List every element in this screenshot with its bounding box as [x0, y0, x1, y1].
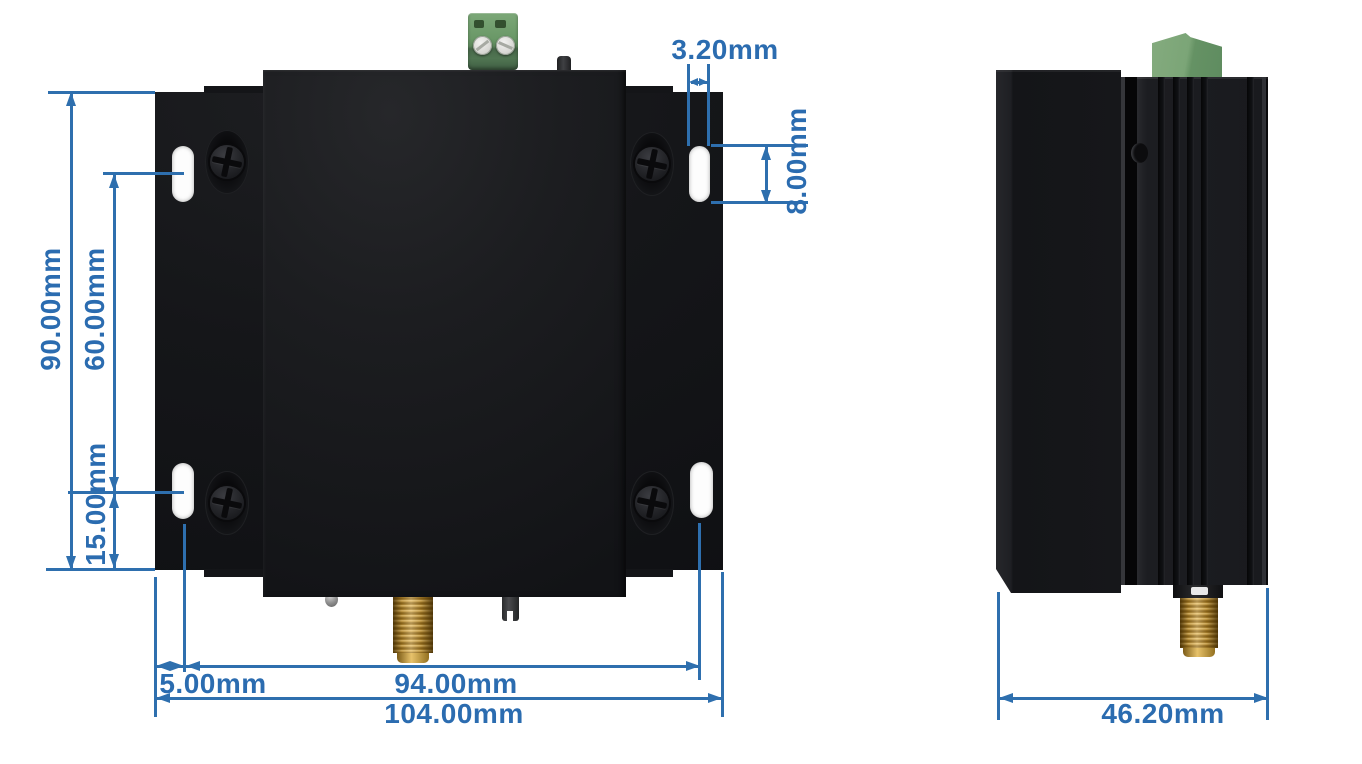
mounting-plate-step-top-right: [626, 86, 673, 93]
heatsink-groove: [1187, 77, 1194, 585]
mounting-plate-step-top-left: [204, 86, 263, 93]
terminal-screw-slot: [475, 39, 490, 52]
dim-arrow-down: [109, 554, 119, 568]
dim-ext-line-flange-right: [721, 572, 724, 717]
dim-arrow-right: [170, 661, 184, 671]
side-screw: [1131, 143, 1148, 163]
heatsink-groove: [1158, 77, 1165, 585]
sma-nut-highlight: [1191, 587, 1208, 595]
terminal-wire-slot-left: [474, 20, 484, 28]
sma-antenna-thread-front: [393, 595, 433, 653]
dim-ext-line: [1266, 588, 1269, 720]
heatsink-groove: [1247, 77, 1254, 585]
side-mounting-plate: [996, 70, 1121, 593]
dim-arrow-down: [66, 556, 76, 570]
side-plate-edge-highlight: [1121, 77, 1125, 585]
flange-screw-bottom-left: [205, 471, 249, 535]
sma-antenna-thread-side: [1180, 598, 1218, 648]
dim-label: 60.00mm: [79, 247, 110, 371]
dim-line: [113, 494, 116, 568]
device-body-front: [263, 70, 626, 597]
dim-arrow-right: [708, 693, 722, 703]
side-gap-shadow: [1125, 77, 1137, 585]
heatsink-edge-highlight: [1262, 77, 1266, 585]
dim-ext-line: [687, 64, 690, 146]
power-pin-connector: [502, 593, 519, 621]
terminal-screw-left: [473, 36, 492, 55]
dim-ext-line-slot-right: [698, 523, 701, 680]
flange-screw-bottom-right: [630, 471, 674, 535]
dim-line: [157, 697, 722, 700]
dim-ext-line-flange-left: [154, 577, 157, 717]
dim-arrow-right: [1254, 693, 1268, 703]
dim-arrow-left: [156, 661, 170, 671]
mounting-plate-step-bottom-right: [626, 569, 673, 577]
heatsink-groove: [1201, 77, 1208, 585]
sma-antenna-collar-side: [1183, 648, 1215, 657]
terminal-screw-slot: [498, 41, 513, 50]
sma-antenna-collar-front: [397, 653, 429, 663]
terminal-block-side: [1152, 33, 1222, 79]
flange-screw-top-right: [630, 132, 674, 196]
dim-line: [113, 174, 116, 491]
dim-label: 104.00mm: [384, 698, 524, 729]
dim-label: 94.00mm: [394, 668, 518, 699]
dim-ext-line: [711, 144, 808, 147]
dim-line: [765, 146, 768, 204]
heatsink-groove: [1173, 77, 1180, 585]
dim-label: 90.00mm: [35, 247, 66, 371]
dim-arrow-left: [689, 78, 698, 86]
sma-antenna-nut-side: [1173, 585, 1223, 598]
mounting-plate-step-bottom-left: [204, 569, 263, 577]
terminal-block: [468, 13, 518, 70]
dim-ext-line-slot-left: [183, 524, 186, 672]
dim-arrow-up: [109, 174, 119, 188]
dim-arrow-left: [186, 661, 200, 671]
dim-label: 15.00mm: [80, 442, 111, 566]
dim-label: 8.00mm: [781, 107, 812, 215]
power-pin-notch: [507, 611, 513, 621]
dim-arrow-up: [761, 146, 771, 160]
flange-screw-top-left: [205, 130, 249, 194]
dim-arrow-left: [999, 693, 1013, 703]
dim-arrow-up: [66, 92, 76, 106]
dim-ext-line: [68, 491, 184, 494]
dim-arrow-right: [686, 661, 700, 671]
terminal-screw-right: [496, 36, 515, 55]
dim-ext-line: [707, 64, 710, 146]
dim-line: [1000, 697, 1267, 700]
terminal-wire-slot-right: [495, 20, 506, 28]
dim-line: [186, 665, 700, 668]
dim-label: 3.20mm: [671, 34, 779, 65]
dim-ext-line: [48, 91, 155, 94]
dim-label: 5.00mm: [159, 668, 267, 699]
dim-arrow-down: [109, 477, 119, 491]
heatsink-body: [1137, 77, 1268, 585]
dim-arrow-right: [699, 78, 708, 86]
dim-ext-line: [103, 172, 184, 175]
config-button: [557, 56, 571, 70]
dim-ext-line: [997, 592, 1000, 720]
dim-line: [70, 92, 73, 570]
dim-arrow-left: [156, 693, 170, 703]
dim-label: 46.20mm: [1101, 698, 1225, 729]
dim-arrow-up: [109, 494, 119, 508]
dim-ext-line: [46, 568, 155, 571]
mounting-slot-bottom-right: [690, 462, 713, 518]
dim-ext-line: [711, 201, 808, 204]
dim-arrow-down: [761, 190, 771, 204]
mounting-slot-top-right: [689, 146, 710, 202]
